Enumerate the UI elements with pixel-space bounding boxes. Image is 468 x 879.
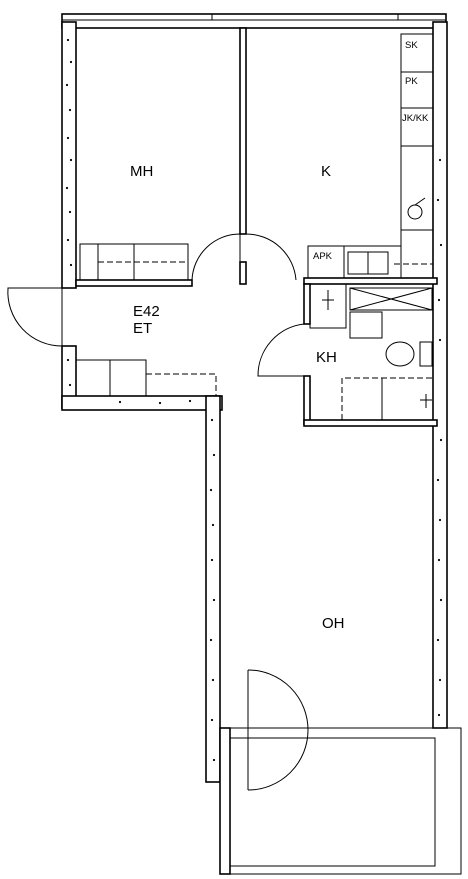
wall-top: [61, 13, 447, 29]
apartment-code-label: E42: [133, 303, 160, 320]
fixture-label-jkkk: JK/KK: [402, 113, 429, 124]
wall-k-bottom: [303, 277, 438, 285]
wall-kh-bottom: [303, 419, 438, 427]
fixture-label-apk: APK: [313, 251, 333, 262]
wall-inner-long: [205, 395, 221, 783]
bedroom-door: [191, 233, 241, 281]
bathroom-door: [257, 323, 305, 377]
hall-wardrobes: [75, 359, 217, 397]
wall-left-upper: [61, 21, 77, 289]
fixture-label-pk: PK: [405, 76, 418, 87]
balcony: [219, 727, 462, 875]
wall-mh-k: [239, 27, 247, 235]
bathroom-fixtures: [309, 283, 433, 420]
wall-step: [61, 395, 223, 411]
wall-kh-left: [303, 283, 311, 325]
bedroom-wardrobes: [79, 243, 189, 281]
window-top-right: [211, 13, 399, 21]
room-label-oh: OH: [322, 615, 345, 632]
wall-texture: [65, 38, 443, 762]
entrance-door: [7, 287, 63, 347]
kitchen-cabinets: [307, 33, 434, 279]
wall-right: [432, 21, 448, 729]
room-label-k: K: [321, 163, 331, 180]
balcony-wall-left: [219, 727, 231, 875]
balcony-door: [247, 669, 309, 791]
room-label-kh: KH: [316, 349, 337, 366]
room-label-mh: MH: [130, 163, 153, 180]
fixture-label-sk: SK: [405, 40, 418, 51]
wall-kh-left-lower: [303, 375, 311, 425]
room-label-et: ET: [133, 320, 152, 337]
wall-mh-k-stub: [239, 261, 247, 285]
kitchen-door: [245, 233, 297, 281]
wall-mh-bottom: [75, 279, 193, 287]
